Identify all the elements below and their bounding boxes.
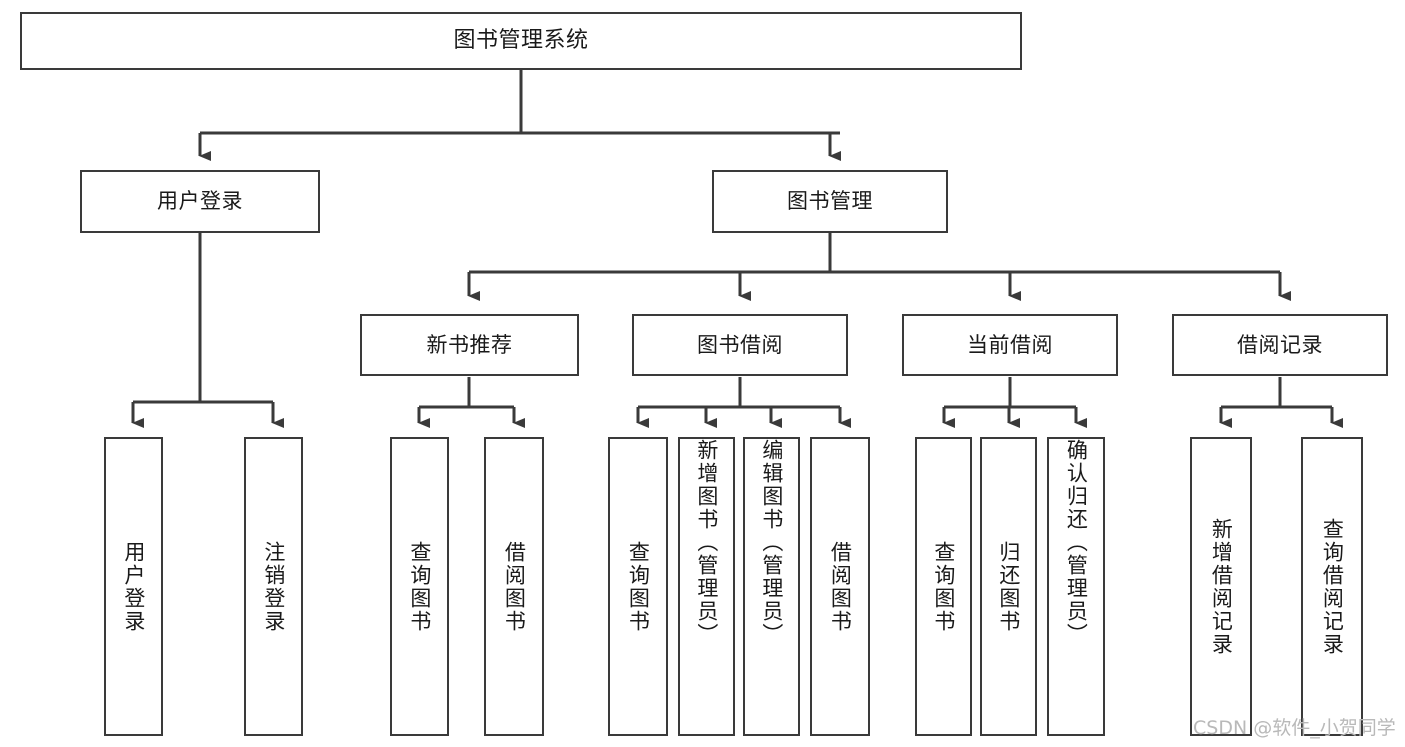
leaf-current-borrow-return-book[interactable]: 归还图书	[980, 437, 1037, 736]
node-label: 图书管理系统	[453, 28, 589, 54]
leaf-new-book-query-book[interactable]: 查询图书	[390, 437, 449, 736]
node-borrow-record[interactable]: 借阅记录	[1172, 314, 1388, 376]
node-label: 借阅图书	[502, 540, 527, 633]
node-label: 当前借阅	[967, 332, 1053, 357]
node-label: 查询图书	[931, 540, 956, 633]
node-label: 借阅记录	[1237, 332, 1323, 357]
node-new-book-recommend[interactable]: 新书推荐	[360, 314, 579, 376]
leaf-borrow-record-query-record[interactable]: 查询借阅记录	[1301, 437, 1363, 736]
node-root-book-management-system[interactable]: 图书管理系统	[20, 12, 1022, 70]
node-label: 归还图书	[996, 540, 1021, 633]
node-label: 用户登录	[157, 189, 243, 214]
leaf-book-borrow-add-book-admin[interactable]: 新增图书（管理员）	[678, 437, 735, 736]
leaf-user-login-login[interactable]: 用户登录	[104, 437, 163, 736]
leaf-borrow-record-add-record[interactable]: 新增借阅记录	[1190, 437, 1252, 736]
csdn-watermark: CSDN @软件_小贺同学	[1193, 717, 1396, 739]
node-label: 借阅图书	[828, 540, 853, 633]
node-label: 新书推荐	[426, 332, 513, 357]
node-user-login[interactable]: 用户登录	[80, 170, 320, 233]
node-book-management[interactable]: 图书管理	[712, 170, 948, 233]
node-label: 图书管理	[787, 189, 873, 214]
node-label: 用户登录	[121, 540, 146, 633]
node-label: 图书借阅	[697, 332, 783, 357]
node-label: 查询图书	[407, 540, 432, 633]
node-label: 查询图书	[626, 540, 651, 633]
leaf-book-borrow-borrow-book[interactable]: 借阅图书	[810, 437, 870, 736]
node-label: 编辑图书（管理员）	[759, 439, 784, 646]
leaf-current-borrow-query-book[interactable]: 查询图书	[915, 437, 972, 736]
node-label: 注销登录	[261, 540, 286, 633]
node-current-borrow[interactable]: 当前借阅	[902, 314, 1118, 376]
node-book-borrow[interactable]: 图书借阅	[632, 314, 848, 376]
node-label: 新增图书（管理员）	[694, 439, 719, 646]
leaf-book-borrow-query-book[interactable]: 查询图书	[608, 437, 668, 736]
node-label: 查询借阅记录	[1320, 517, 1345, 656]
leaf-current-borrow-confirm-return-admin[interactable]: 确认归还（管理员）	[1047, 437, 1105, 736]
leaf-user-login-logout[interactable]: 注销登录	[244, 437, 303, 736]
node-label: 确认归还（管理员）	[1064, 439, 1089, 646]
leaf-book-borrow-edit-book-admin[interactable]: 编辑图书（管理员）	[743, 437, 800, 736]
node-label: 新增借阅记录	[1209, 517, 1234, 656]
leaf-new-book-borrow-book[interactable]: 借阅图书	[484, 437, 544, 736]
